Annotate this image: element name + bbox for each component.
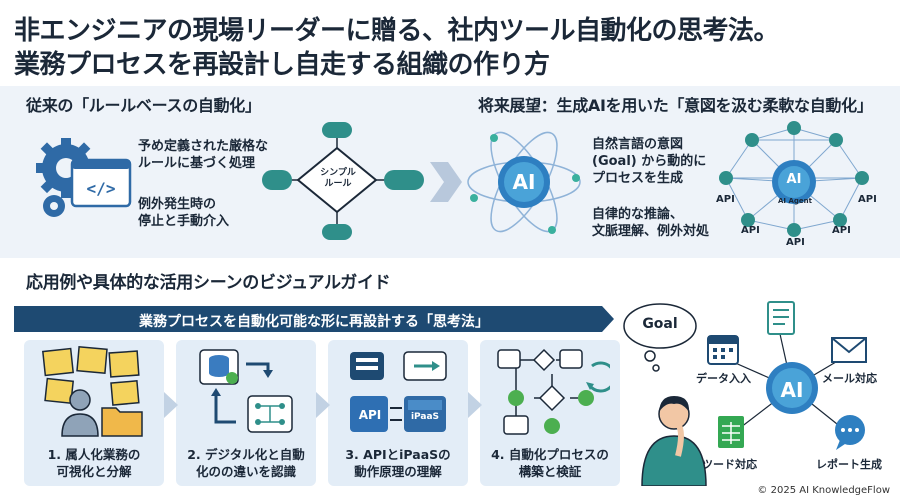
step-2-line1: 2. デジタル化と自動 — [187, 447, 305, 462]
rule-flowchart — [262, 122, 424, 240]
api-ipaas-icon — [350, 351, 447, 432]
api-label-bottom-right: API — [832, 225, 851, 236]
step-4-line2: 構築と検証 — [518, 464, 582, 479]
hub-report-label: レポート生成 — [816, 458, 882, 471]
goal-label: Goal — [642, 316, 678, 332]
step-3-line1: 3. APIとiPaaSの — [345, 447, 451, 462]
api-label-bottom-left: API — [741, 225, 760, 236]
ipaas-chip: iPaaS — [410, 412, 440, 422]
banner-text: 業務プロセスを自動化可能な形に再設計する「思考法」 — [139, 314, 489, 330]
step-arrow-2-icon — [316, 392, 330, 418]
api-label-bottom: API — [786, 237, 805, 248]
ai-atom-label: AI — [512, 170, 536, 194]
database-to-process-icon — [199, 349, 293, 433]
future-heading: 将来展望：生成AIを用いた「意図を汲む柔軟な自動化」 — [478, 96, 873, 115]
hub-ai-label: AI — [780, 378, 804, 402]
step-4-label: 4. 自動化プロセスの 構築と検証 — [480, 446, 620, 480]
step-3-label: 3. APIとiPaaSの 動作原理の理解 — [328, 446, 468, 480]
ai-atom-icon — [467, 131, 581, 234]
decision-label-line1: シンプル — [320, 168, 356, 178]
future-desc-1-line3: プロセスを生成 — [592, 171, 684, 186]
step-3-line2: 動作原理の理解 — [354, 464, 442, 479]
title-line-1: 非エンジニアの現場リーダーに贈る、社内ツール自動化の思考法。 — [14, 16, 780, 46]
step-4-line1: 4. 自動化プロセスの — [491, 447, 609, 462]
api-chip: API — [358, 408, 382, 422]
decision-label: シンプル ルール — [317, 168, 359, 190]
agent-label: AI Agent — [778, 197, 812, 205]
legacy-heading: 従来の「ルールベースの自動化」 — [26, 96, 261, 115]
agent-network-diagram — [719, 121, 869, 237]
step-1-line1: 1. 属人化業務の — [47, 447, 141, 462]
step-arrow-3-icon — [468, 392, 482, 418]
chevron-right-icon — [430, 162, 462, 202]
decision-label-line2: ルール — [324, 179, 352, 189]
agent-ai-label: AI — [786, 172, 802, 187]
guide-heading: 応用例や具体的な活用シーンのビジュアルガイド — [26, 273, 391, 293]
future-desc-2-line2: 文脈理解、例外対処 — [592, 224, 710, 239]
step-arrow-1-icon — [164, 392, 178, 418]
hub-tool-label: ツード対応 — [702, 458, 757, 471]
legacy-desc-1: 予め定義された厳格な ルールに基づく処理 — [138, 138, 268, 172]
legacy-desc-1-line2: ルールに基づく処理 — [138, 156, 256, 171]
process-check-icon — [497, 348, 610, 435]
step-2-line2: 化のの違いを認識 — [195, 464, 296, 479]
hub-mail-label: メール対応 — [822, 372, 877, 385]
api-label-left: API — [716, 194, 735, 205]
legacy-desc-2-line1: 例外発生時の — [138, 197, 217, 212]
legacy-desc-2-line2: 停止と手動介入 — [138, 214, 230, 229]
banner-background — [14, 306, 614, 332]
title-line-2: 業務プロセスを再設計し自走する組織の作り方 — [14, 50, 550, 80]
legacy-desc-2: 例外発生時の 停止と手動介入 — [138, 196, 229, 230]
step-1-label: 1. 属人化業務の 可視化と分解 — [24, 446, 164, 480]
gear-code-icon: </> — [36, 138, 132, 217]
sticky-notes-icon — [41, 346, 143, 437]
future-desc-1: 自然言語の意図 (Goal) から動的に プロセスを生成 — [592, 136, 706, 187]
hub-data-entry-label: データ入入 — [696, 372, 751, 385]
legacy-desc-1-line1: 予め定義された厳格な — [138, 139, 269, 154]
future-desc-1-line2: (Goal) から動的に — [592, 154, 707, 169]
copyright-footer: © 2025 AI KnowledgeFlow — [757, 485, 890, 496]
step-1-line2: 可視化と分解 — [56, 464, 132, 479]
ai-hub-diagram — [623, 301, 867, 486]
future-desc-1-line1: 自然言語の意図 — [592, 137, 684, 152]
future-desc-2-line1: 自律的な推論、 — [592, 207, 684, 222]
api-label-right: API — [858, 194, 877, 205]
svg-text:</>: </> — [87, 179, 116, 198]
step-2-label: 2. デジタル化と自動 化のの違いを認識 — [176, 446, 316, 480]
future-desc-2: 自律的な推論、 文脈理解、例外対処 — [592, 206, 709, 240]
